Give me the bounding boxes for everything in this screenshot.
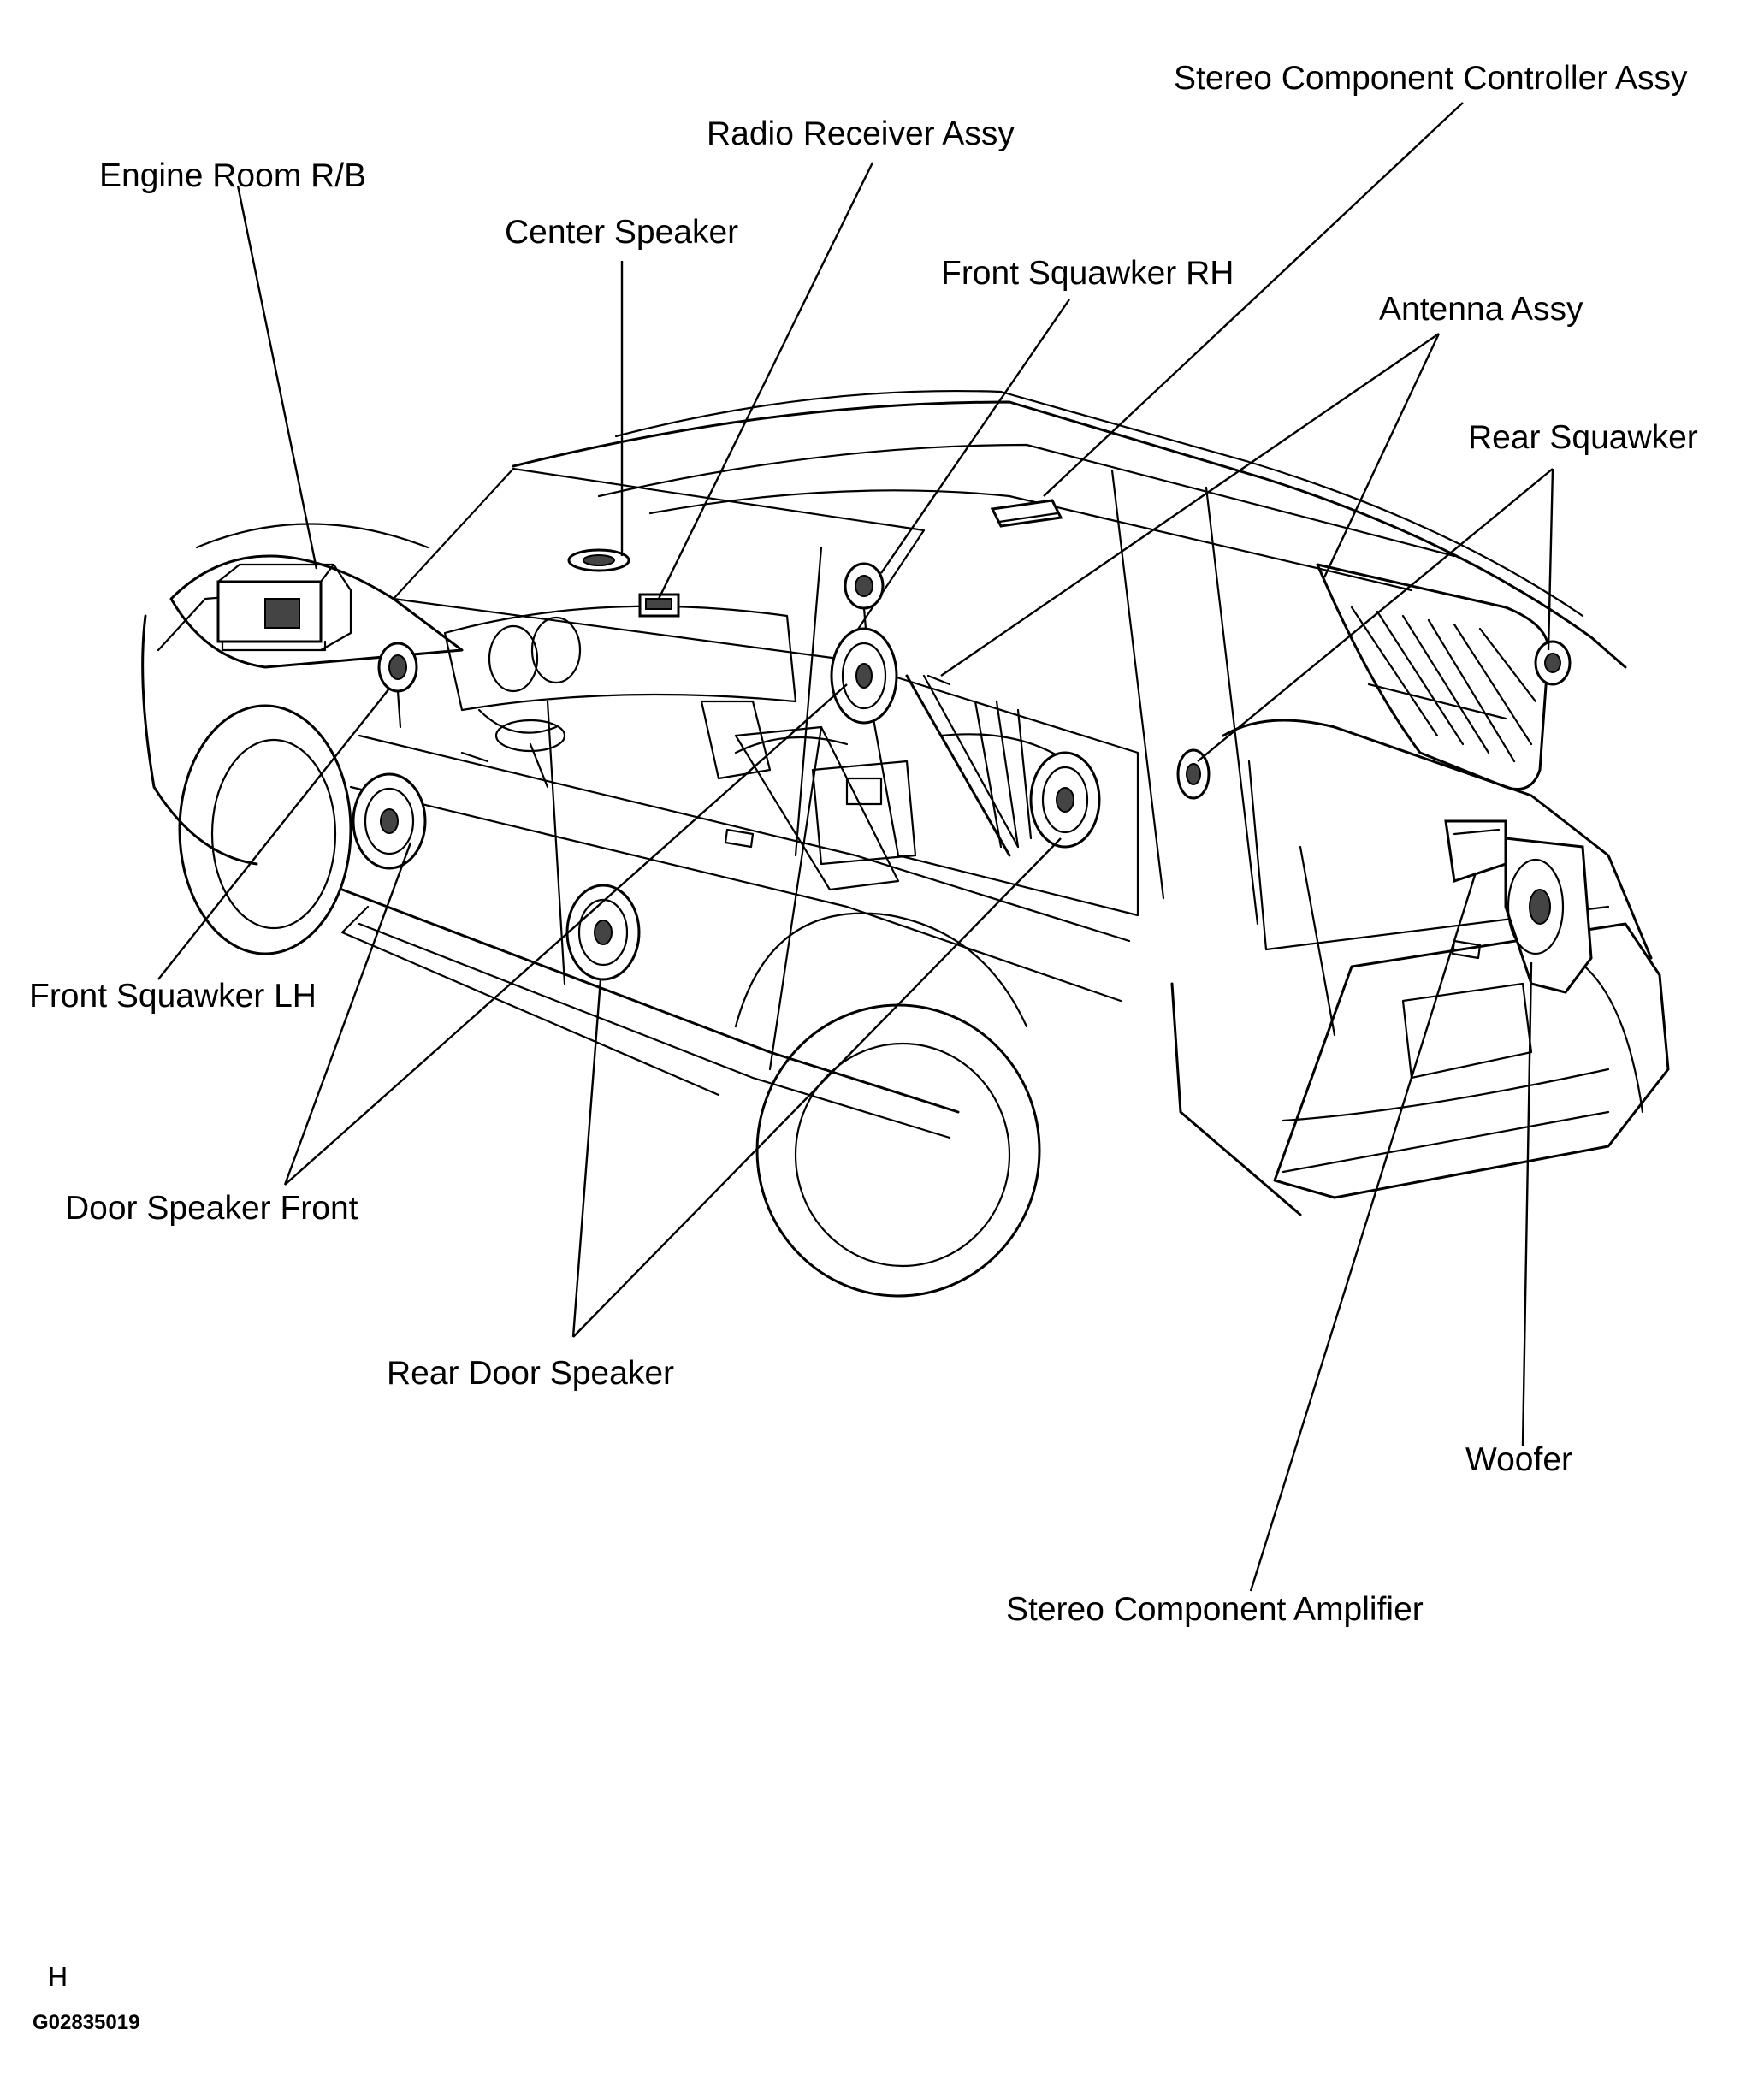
leader-engine-room-rb bbox=[236, 185, 318, 570]
leader-front-squawker-lh bbox=[157, 688, 390, 980]
door-speaker-front-rh-component bbox=[830, 627, 898, 725]
label-door-speaker-front: Door Speaker Front bbox=[65, 1190, 358, 1227]
label-stereo-component-controller-assy: Stereo Component Controller Assy bbox=[1174, 60, 1688, 97]
label-radio-receiver-assy: Radio Receiver Assy bbox=[707, 115, 1015, 152]
rear-squawker-lh-component bbox=[1176, 748, 1211, 800]
leader-rear-squawker-1 bbox=[1197, 468, 1554, 762]
label-front-squawker-rh: Front Squawker RH bbox=[941, 255, 1234, 292]
rear-squawker-rh-component bbox=[1534, 640, 1572, 686]
door-speaker-front-lh-component bbox=[352, 772, 427, 870]
figure-code: G02835019 bbox=[33, 2011, 140, 2034]
antenna-assy-component bbox=[905, 674, 1033, 857]
label-antenna-assy: Antenna Assy bbox=[1379, 291, 1583, 328]
leader-woofer bbox=[1521, 961, 1533, 1446]
vehicle-body bbox=[141, 389, 1670, 1298]
leader-antenna-2 bbox=[1323, 333, 1441, 578]
front-squawker-lh-component bbox=[377, 642, 418, 729]
label-stereo-component-amplifier: Stereo Component Amplifier bbox=[1006, 1591, 1424, 1628]
leader-controller bbox=[1043, 102, 1464, 497]
leader-lines bbox=[157, 102, 1554, 1592]
leader-rear-door-speaker-2 bbox=[572, 837, 1062, 1338]
leader-amplifier bbox=[1249, 872, 1477, 1592]
engine-room-rb-component bbox=[216, 563, 352, 652]
leader-door-speaker-front-1 bbox=[283, 842, 412, 1186]
leader-radio-receiver bbox=[657, 162, 874, 600]
rear-door-speaker-lh-component bbox=[565, 884, 641, 981]
leader-door-speaker-front-2 bbox=[284, 683, 848, 1186]
controller-component bbox=[990, 499, 1063, 528]
leader-rear-door-speaker-1 bbox=[571, 979, 602, 1338]
woofer-component bbox=[1504, 837, 1593, 994]
label-rear-door-speaker: Rear Door Speaker bbox=[387, 1355, 674, 1392]
center-speaker-component bbox=[567, 548, 630, 572]
amplifier-component bbox=[1444, 819, 1507, 883]
leader-rear-squawker-2 bbox=[1547, 468, 1554, 651]
leader-antenna-1 bbox=[940, 333, 1440, 677]
label-center-speaker: Center Speaker bbox=[505, 214, 739, 251]
label-engine-room-rb: Engine Room R/B bbox=[99, 157, 367, 194]
leader-front-squawker-rh bbox=[880, 299, 1070, 574]
footer-letter: H bbox=[48, 1961, 68, 1992]
label-rear-squawker: Rear Squawker bbox=[1468, 419, 1698, 456]
front-squawker-rh-component bbox=[844, 562, 885, 630]
rear-door-speaker-rh-component bbox=[1029, 751, 1101, 849]
label-front-squawker-lh: Front Squawker LH bbox=[29, 978, 317, 1015]
label-woofer: Woofer bbox=[1465, 1441, 1572, 1478]
